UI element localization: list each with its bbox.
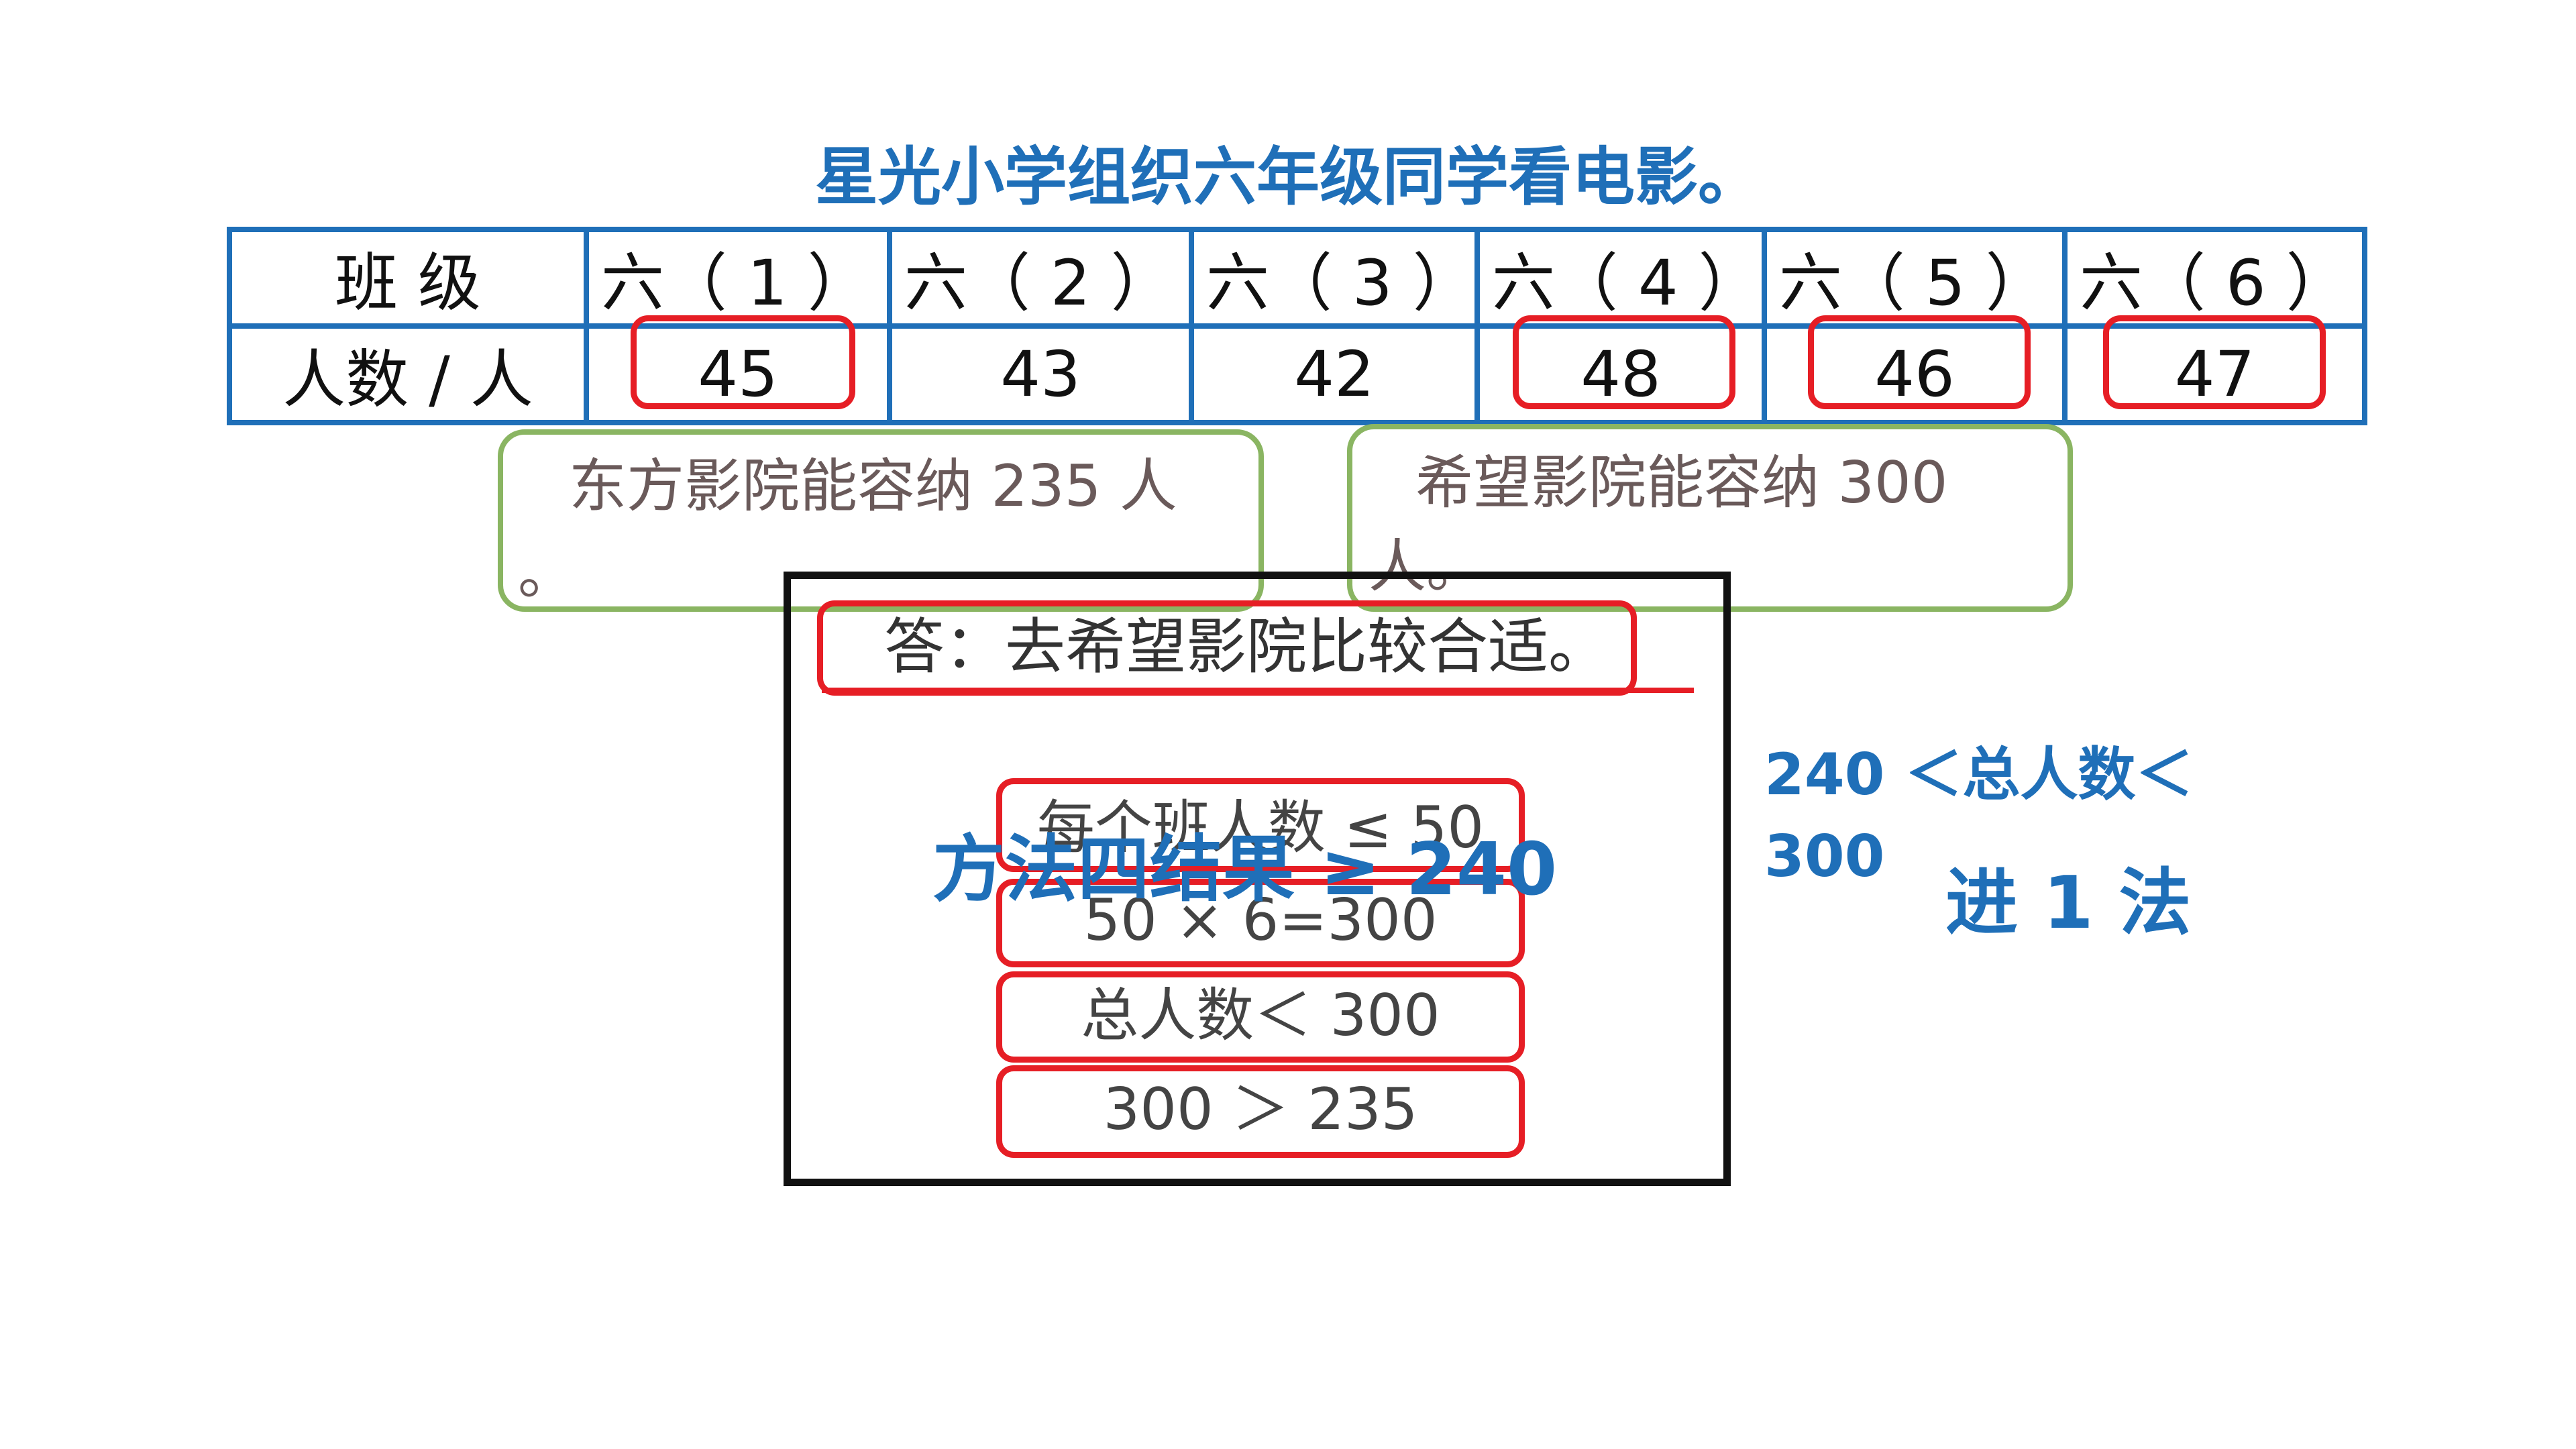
hope-cinema-text-tail: 人。 (1368, 533, 1484, 600)
answer-panel (784, 572, 1731, 1186)
class-table: 班 级 六（ 1 ） 六（ 2 ） 六（ 3 ） 六（ 4 ） 六（ 5 ） 六… (227, 227, 2367, 425)
count-cell: 43 (887, 323, 1194, 425)
class-cell: 六（ 2 ） (887, 227, 1194, 329)
highlight-count-box (1513, 315, 1735, 409)
range-note-line1: 240 ＜总人数＜ (1764, 741, 2194, 808)
hope-cinema-text: 希望影院能容纳 300 (1415, 449, 1948, 517)
answer-underline (822, 688, 1694, 693)
answer-highlight-box (817, 600, 1637, 696)
row-label-cell: 人数 / 人 (227, 323, 589, 425)
table-header-row: 班 级 六（ 1 ） 六（ 2 ） 六（ 3 ） 六（ 4 ） 六（ 5 ） 六… (227, 227, 2367, 329)
class-cell: 六（ 5 ） (1762, 227, 2068, 329)
count-cell: 42 (1189, 323, 1480, 425)
highlight-count-box (2103, 315, 2326, 409)
east-cinema-text-tail: 。 (518, 540, 576, 607)
step-text: 300 ＞ 235 (1103, 1076, 1418, 1143)
step-text: 总人数＜ 300 (1081, 982, 1440, 1049)
step-text: 50 × 6=300 (1083, 887, 1438, 954)
hope-cinema-callout (1347, 424, 2073, 612)
method-result-overlay: 方法四结果 ≥ 240 (932, 828, 1558, 912)
class-cell: 六（ 1 ） (584, 227, 892, 329)
step-box (996, 778, 1525, 872)
east-cinema-callout (498, 429, 1264, 612)
step-box (996, 1065, 1525, 1158)
east-cinema-text: 东方影院能容纳 235 人 (569, 453, 1177, 520)
page-title: 星光小学组织六年级同学看电影。 (814, 141, 1761, 214)
step-box (996, 971, 1525, 1063)
step-box (996, 879, 1525, 967)
class-cell: 六（ 6 ） (2062, 227, 2367, 329)
class-cell: 六（ 3 ） (1189, 227, 1480, 329)
class-cell: 六（ 4 ） (1474, 227, 1767, 329)
highlight-count-box (631, 315, 855, 409)
answer-text: 答：去希望影院比较合适。 (884, 612, 1609, 682)
range-note-line2: 300 (1764, 823, 1885, 890)
header-label-cell: 班 级 (227, 227, 589, 329)
step-text: 每个班人数 ≤ 50 (1036, 794, 1485, 861)
method-note: 进 1 法 (1945, 861, 2192, 945)
table-count-row: 人数 / 人 45 43 42 48 46 47 (227, 323, 2367, 425)
highlight-count-box (1808, 315, 2031, 409)
